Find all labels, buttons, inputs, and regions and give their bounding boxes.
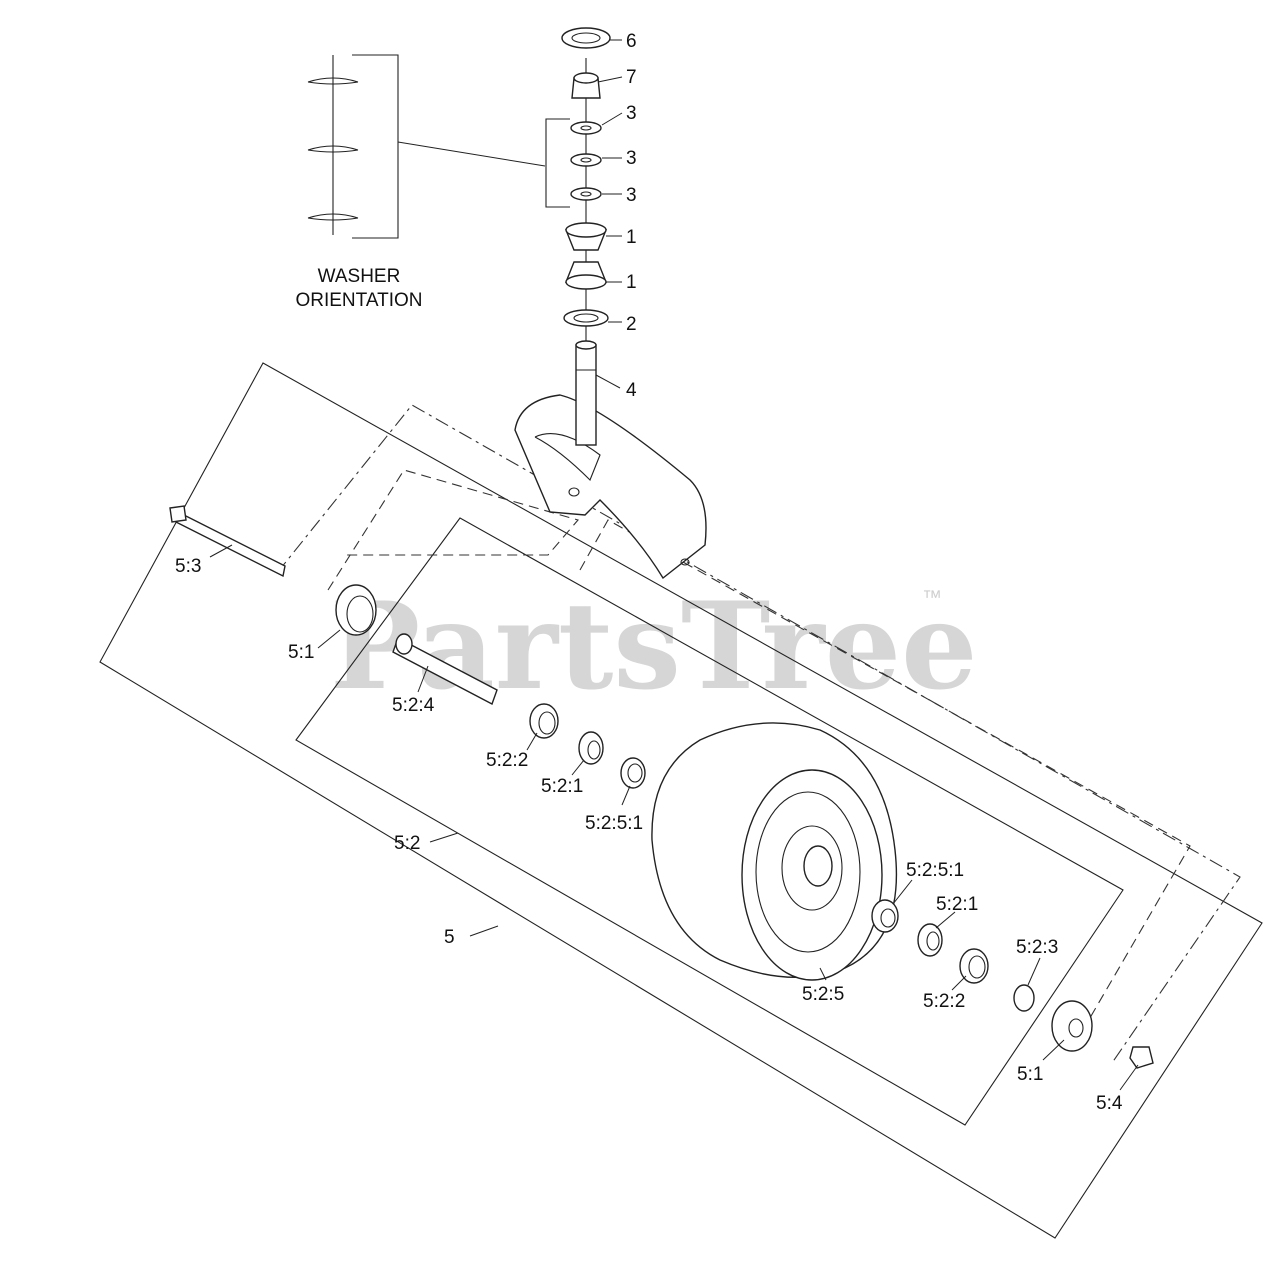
dash-outline-mid	[579, 519, 1191, 1036]
watermark-text: PartsTree	[330, 576, 977, 717]
callouts: 6 7 3 3 3 1 1 2 4 5:3 5:1 5:2:4 5:2:2 5:…	[175, 31, 1123, 1114]
callout-7: 7	[626, 67, 637, 88]
watermark: PartsTree ™	[330, 576, 977, 717]
spacer-left	[335, 584, 377, 636]
callout-4: 4	[626, 380, 637, 401]
callout-5: 5	[444, 927, 455, 948]
dash-outline-outer	[276, 404, 1241, 1064]
callout-1: 1	[626, 227, 637, 248]
callout-3: 3	[626, 185, 637, 206]
callout-5-2-5-1-right: 5:2:5:1	[906, 860, 964, 881]
callout-3: 3	[626, 148, 637, 169]
callout-5-2-5: 5:2:5	[802, 984, 844, 1005]
assembly-5-outline	[99, 362, 1263, 1239]
caster-fork	[514, 340, 707, 580]
axle-bolt	[169, 505, 286, 578]
washer-caption-line2: ORIENTATION	[295, 290, 422, 311]
washer-caption-line1: WASHER	[318, 266, 401, 287]
callout-3: 3	[626, 103, 637, 124]
spacer-right	[1051, 1000, 1093, 1052]
washer-3	[570, 187, 602, 201]
wheel-tire	[651, 722, 898, 981]
callout-5-2-2-right: 5:2:2	[923, 991, 965, 1012]
roller-bearing-left	[578, 731, 604, 765]
washer-orientation-inset: WASHER ORIENTATION	[295, 54, 546, 311]
callout-5-2-5-1-left: 5:2:5:1	[585, 813, 643, 834]
callout-2: 2	[626, 314, 637, 335]
washer-1	[570, 121, 602, 135]
callout-5-2-4: 5:2:4	[392, 695, 435, 716]
callout-5-2-3: 5:2:3	[1016, 937, 1058, 958]
bearing-cup-left	[529, 703, 559, 739]
axle-tube	[392, 633, 498, 705]
callout-5-3: 5:3	[175, 556, 201, 577]
watermark-trademark: ™	[922, 587, 942, 609]
dust-cap	[561, 27, 611, 49]
callout-5-2-1-right: 5:2:1	[936, 894, 978, 915]
callout-5-2-1-left: 5:2:1	[541, 776, 583, 797]
callout-1: 1	[626, 272, 637, 293]
spindle	[575, 344, 597, 446]
callout-5-2-2-left: 5:2:2	[486, 750, 528, 771]
leader-lines	[209, 39, 1139, 1091]
race-left	[620, 757, 646, 789]
callout-5-2: 5:2	[394, 833, 420, 854]
dash-outline-inner	[327, 469, 579, 591]
callout-5-1-right: 5:1	[1017, 1064, 1043, 1085]
axle-spacer-right	[1013, 984, 1035, 1012]
callout-5-4: 5:4	[1096, 1093, 1123, 1114]
callout-5-1-left: 5:1	[288, 642, 314, 663]
race-right	[871, 899, 899, 933]
assembly-5-2-outline	[295, 517, 1124, 1126]
callout-6: 6	[626, 31, 637, 52]
bearing-race	[563, 309, 609, 327]
axle-nut	[1129, 1046, 1154, 1069]
stem-stack	[545, 27, 611, 345]
washer-2	[570, 153, 602, 167]
roller-bearing-right	[917, 923, 943, 957]
